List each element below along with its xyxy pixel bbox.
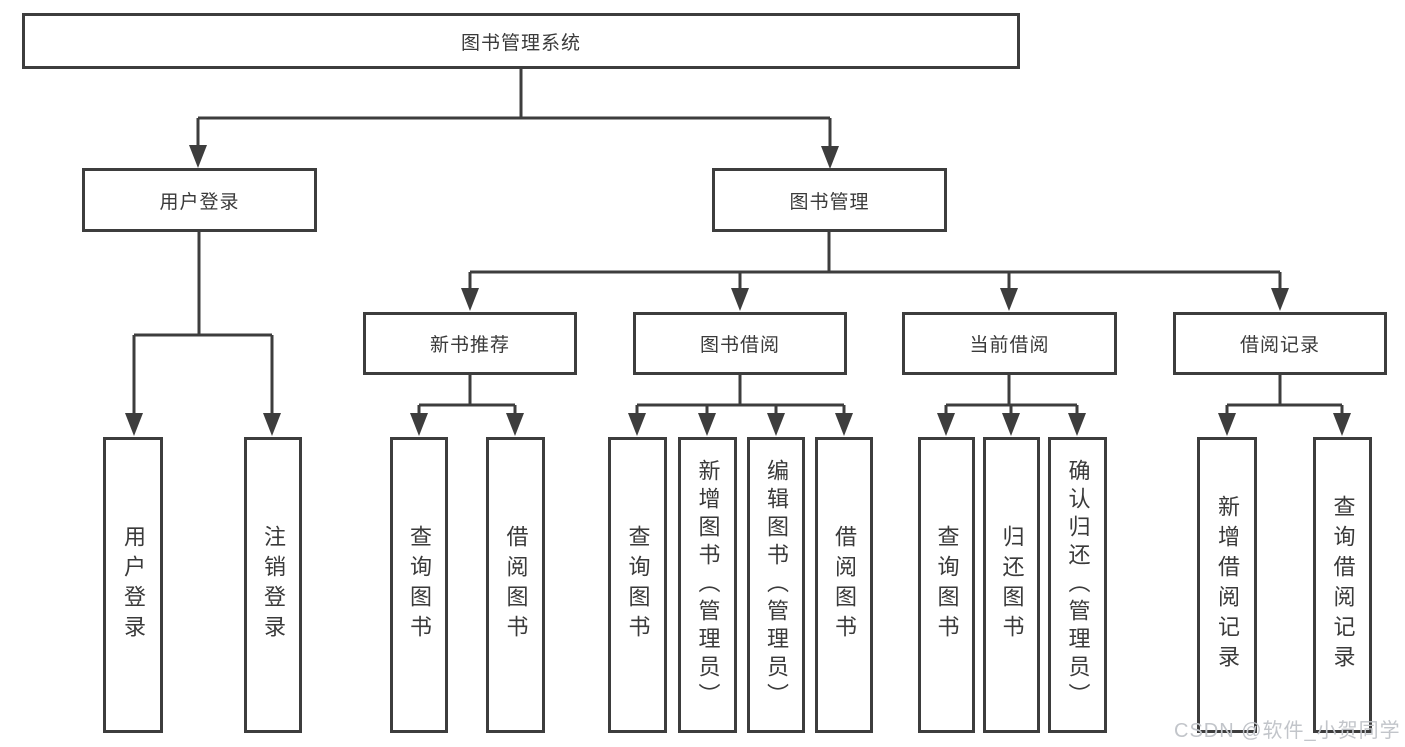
arrow-down-icon (1068, 413, 1086, 436)
arrow-down-icon (461, 288, 479, 311)
arrow-down-icon (263, 413, 281, 436)
node-user-login-group: 用户登录 (82, 168, 317, 232)
arrow-down-icon (189, 145, 207, 168)
node-query-books-recommend: 查询图书 (390, 437, 448, 733)
node-book-management: 图书管理 (712, 168, 947, 232)
node-query-books-current: 查询图书 (918, 437, 975, 733)
node-query-books-borrowing: 查询图书 (608, 437, 667, 733)
arrow-down-icon (1218, 413, 1236, 436)
arrow-down-icon (1333, 413, 1351, 436)
node-logout: 注销登录 (244, 437, 302, 733)
watermark: CSDN @软件_小贺同学 (1174, 720, 1401, 742)
node-return-book: 归还图书 (983, 437, 1040, 733)
arrow-down-icon (835, 413, 853, 436)
node-add-book-admin: 新增图书（管理员） (678, 437, 737, 733)
node-add-borrow-record: 新增借阅记录 (1197, 437, 1257, 733)
arrow-down-icon (767, 413, 785, 436)
arrow-down-icon (410, 413, 428, 436)
arrow-down-icon (1000, 288, 1018, 311)
arrow-down-icon (1271, 288, 1289, 311)
arrow-down-icon (506, 413, 524, 436)
node-borrow-books-recommend: 借阅图书 (486, 437, 545, 733)
node-new-book-recommendation: 新书推荐 (363, 312, 577, 375)
arrow-down-icon (937, 413, 955, 436)
node-edit-book-admin: 编辑图书（管理员） (747, 437, 805, 733)
arrow-down-icon (698, 413, 716, 436)
arrowhead-icons (125, 145, 1351, 436)
connector-paths (132, 69, 1344, 420)
node-confirm-return-admin: 确认归还（管理员） (1048, 437, 1107, 733)
arrow-down-icon (628, 413, 646, 436)
node-borrow-books-borrowing: 借阅图书 (815, 437, 873, 733)
node-library-management-system: 图书管理系统 (22, 13, 1020, 69)
arrow-down-icon (125, 413, 143, 436)
arrow-down-icon (821, 146, 839, 169)
arrow-down-icon (1002, 413, 1020, 436)
node-book-borrowing: 图书借阅 (633, 312, 847, 375)
node-borrowing-records: 借阅记录 (1173, 312, 1387, 375)
node-query-borrow-record: 查询借阅记录 (1313, 437, 1372, 733)
arrow-down-icon (731, 288, 749, 311)
node-user-login: 用户登录 (103, 437, 163, 733)
node-current-borrowing: 当前借阅 (902, 312, 1117, 375)
